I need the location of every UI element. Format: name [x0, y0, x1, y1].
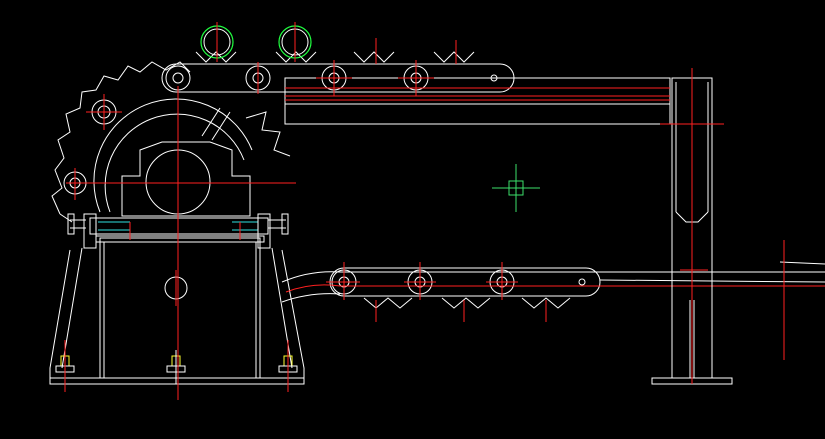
- centerlines: [64, 22, 785, 400]
- pedestal-frame: [49, 213, 305, 385]
- bolt-icon: [166, 350, 186, 384]
- crosshair-cursor-icon: [492, 164, 540, 212]
- base-bolts: [55, 350, 298, 384]
- lower-chain: [281, 261, 825, 309]
